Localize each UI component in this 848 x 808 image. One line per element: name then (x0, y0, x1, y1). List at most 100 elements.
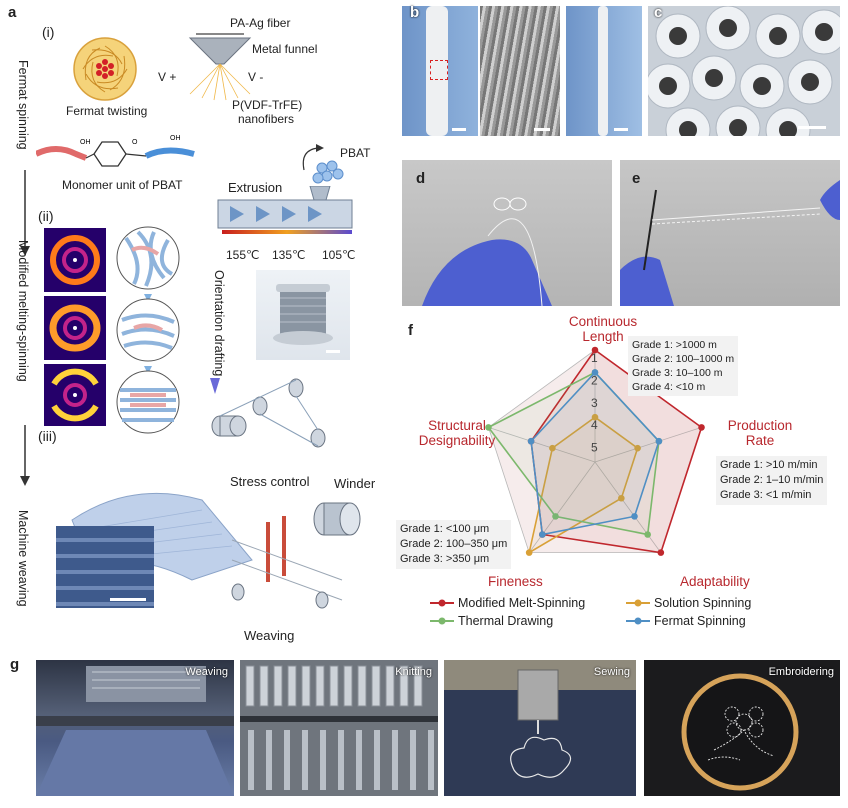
side-label-weaving: Machine weaving (16, 510, 30, 607)
radar-point (657, 549, 665, 556)
temp-label-155: 155℃ (226, 248, 260, 262)
grade-line: Grade 4: <10 m (632, 381, 706, 393)
radar-point (655, 437, 663, 445)
sewing-photo: Sewing (444, 660, 636, 796)
radar-series-polygon (530, 371, 660, 536)
fiber-optical-photo (402, 6, 478, 136)
radar-point (591, 369, 599, 376)
radar-axis-line (594, 461, 662, 553)
xrd-pattern-3 (44, 364, 106, 426)
axis-label-line1: Structural (428, 418, 486, 433)
fiber-strand (426, 6, 448, 136)
step-iii-label: (iii) (38, 428, 57, 444)
grades-rate-box: Grade 1: >10 m/min Grade 2: 1–10 m/min G… (716, 456, 828, 505)
legend-label: Modified Melt-Spinning (458, 596, 586, 610)
winder-label: Winder (334, 476, 376, 491)
embroidering-caption: Embroidering (768, 666, 834, 678)
axis-label-structural-designability: Structural Designability (412, 418, 502, 448)
stress-control-label: Stress control (230, 474, 310, 489)
axis-label-line2: Rate (745, 433, 775, 448)
svg-text:O: O (132, 139, 138, 146)
panel-label-e: e (632, 170, 641, 187)
embroidering-photo: Embroidering (644, 660, 840, 796)
radar-point (539, 531, 546, 538)
knitting-caption: Knitting (395, 666, 432, 678)
stress-control-rollers (211, 378, 326, 448)
zoom-box (430, 60, 448, 80)
radar-axis-line (594, 427, 702, 463)
fiber-spool-photo (256, 270, 350, 360)
legend-marker-icon (626, 617, 650, 625)
axis-label-continuous-length: Continuous Length (560, 314, 646, 344)
panel-label-a: a (8, 4, 17, 21)
pa-ag-fiber-label: PA-Ag fiber (230, 16, 291, 30)
xrd-pattern-1 (44, 228, 106, 292)
extruder-illustration (217, 186, 353, 234)
orientation-drafting-label: Orientation drafting (212, 270, 226, 377)
temp-label-135: 135℃ (272, 248, 306, 262)
radar-point (485, 424, 492, 431)
metal-funnel-label: Metal funnel (252, 42, 318, 56)
radar-point (525, 549, 533, 556)
radar-point (591, 413, 599, 421)
legend-marker-icon (626, 599, 650, 607)
fiber-sem-photo (480, 6, 560, 136)
nanofibers-label: nanofibers (238, 112, 295, 126)
weaving-photo: Weaving (36, 660, 234, 796)
fiber-cross-section-photo (648, 6, 840, 136)
side-label-fermat: Fermat spinning (16, 60, 30, 150)
grade-line: Grade 1: >1000 m (632, 339, 717, 351)
fermat-twisting-icon (73, 37, 137, 101)
grade-line: Grade 1: <100 μm (400, 523, 490, 535)
fermat-twisting-label: Fermat twisting (66, 104, 148, 118)
radar-point (631, 513, 638, 520)
pbat-label: PBAT (340, 146, 371, 160)
sewing-caption: Sewing (593, 666, 630, 678)
legend-item: Fermat Spinning (626, 614, 746, 628)
side-label-melting: Modified melting-spinning (16, 240, 30, 382)
voltage-minus-label: V - (248, 70, 264, 84)
radar-ring-label: 2 (591, 373, 598, 387)
legend-marker-icon (430, 617, 454, 625)
grades-fineness-box: Grade 1: <100 μm Grade 2: 100–350 μm Gra… (396, 520, 512, 569)
xrd-pattern-2 (44, 296, 106, 360)
axis-label-fineness: Fineness (488, 574, 543, 589)
legend-marker-icon (430, 599, 454, 607)
fiber-strand (598, 6, 608, 136)
svg-text:OH: OH (80, 139, 91, 146)
radar-point (591, 346, 599, 354)
extrusion-label: Extrusion (228, 180, 283, 195)
radar-axis-line (528, 461, 596, 553)
radar-ring-label: 1 (591, 351, 598, 365)
fiber-thin-photo (566, 6, 642, 136)
radar-point (634, 444, 641, 452)
pbat-pellets-icon (302, 144, 344, 184)
axis-label-production-rate: Production Rate (720, 418, 800, 448)
grade-line: Grade 3: <1 m/min (720, 489, 812, 501)
fiber-knot-photo: d (402, 160, 612, 306)
fabric-closeup-photo (56, 526, 154, 608)
grade-line: Grade 2: 100–350 μm (400, 538, 508, 550)
radar-axis-line (488, 427, 596, 463)
scale-bar (798, 126, 826, 129)
weaving-caption: Weaving (185, 666, 228, 678)
monomer-structure: OH O OH (36, 135, 195, 167)
grade-line: Grade 2: 1–10 m/min (720, 474, 824, 486)
axis-label-line1: Production (727, 418, 793, 433)
radar-series-polygon (530, 348, 703, 554)
svg-text:OH: OH (170, 135, 181, 142)
step-i-label: (i) (42, 24, 55, 40)
grades-length-box: Grade 1: >1000 m Grade 2: 100–1000 m Gra… (628, 336, 739, 396)
chain-orientation-schematics (116, 226, 180, 434)
panel-label-b: b (410, 4, 420, 21)
monomer-label: Monomer unit of PBAT (62, 178, 183, 192)
radar-point (644, 531, 651, 538)
grade-line: Grade 2: 100–1000 m (632, 353, 735, 365)
process-arrows (20, 170, 30, 486)
fiber-path (210, 8, 220, 394)
legend-item: Modified Melt-Spinning (430, 596, 585, 610)
weaving-label: Weaving (244, 628, 295, 643)
panel-label-g: g (10, 656, 20, 673)
scale-bar (326, 350, 340, 353)
